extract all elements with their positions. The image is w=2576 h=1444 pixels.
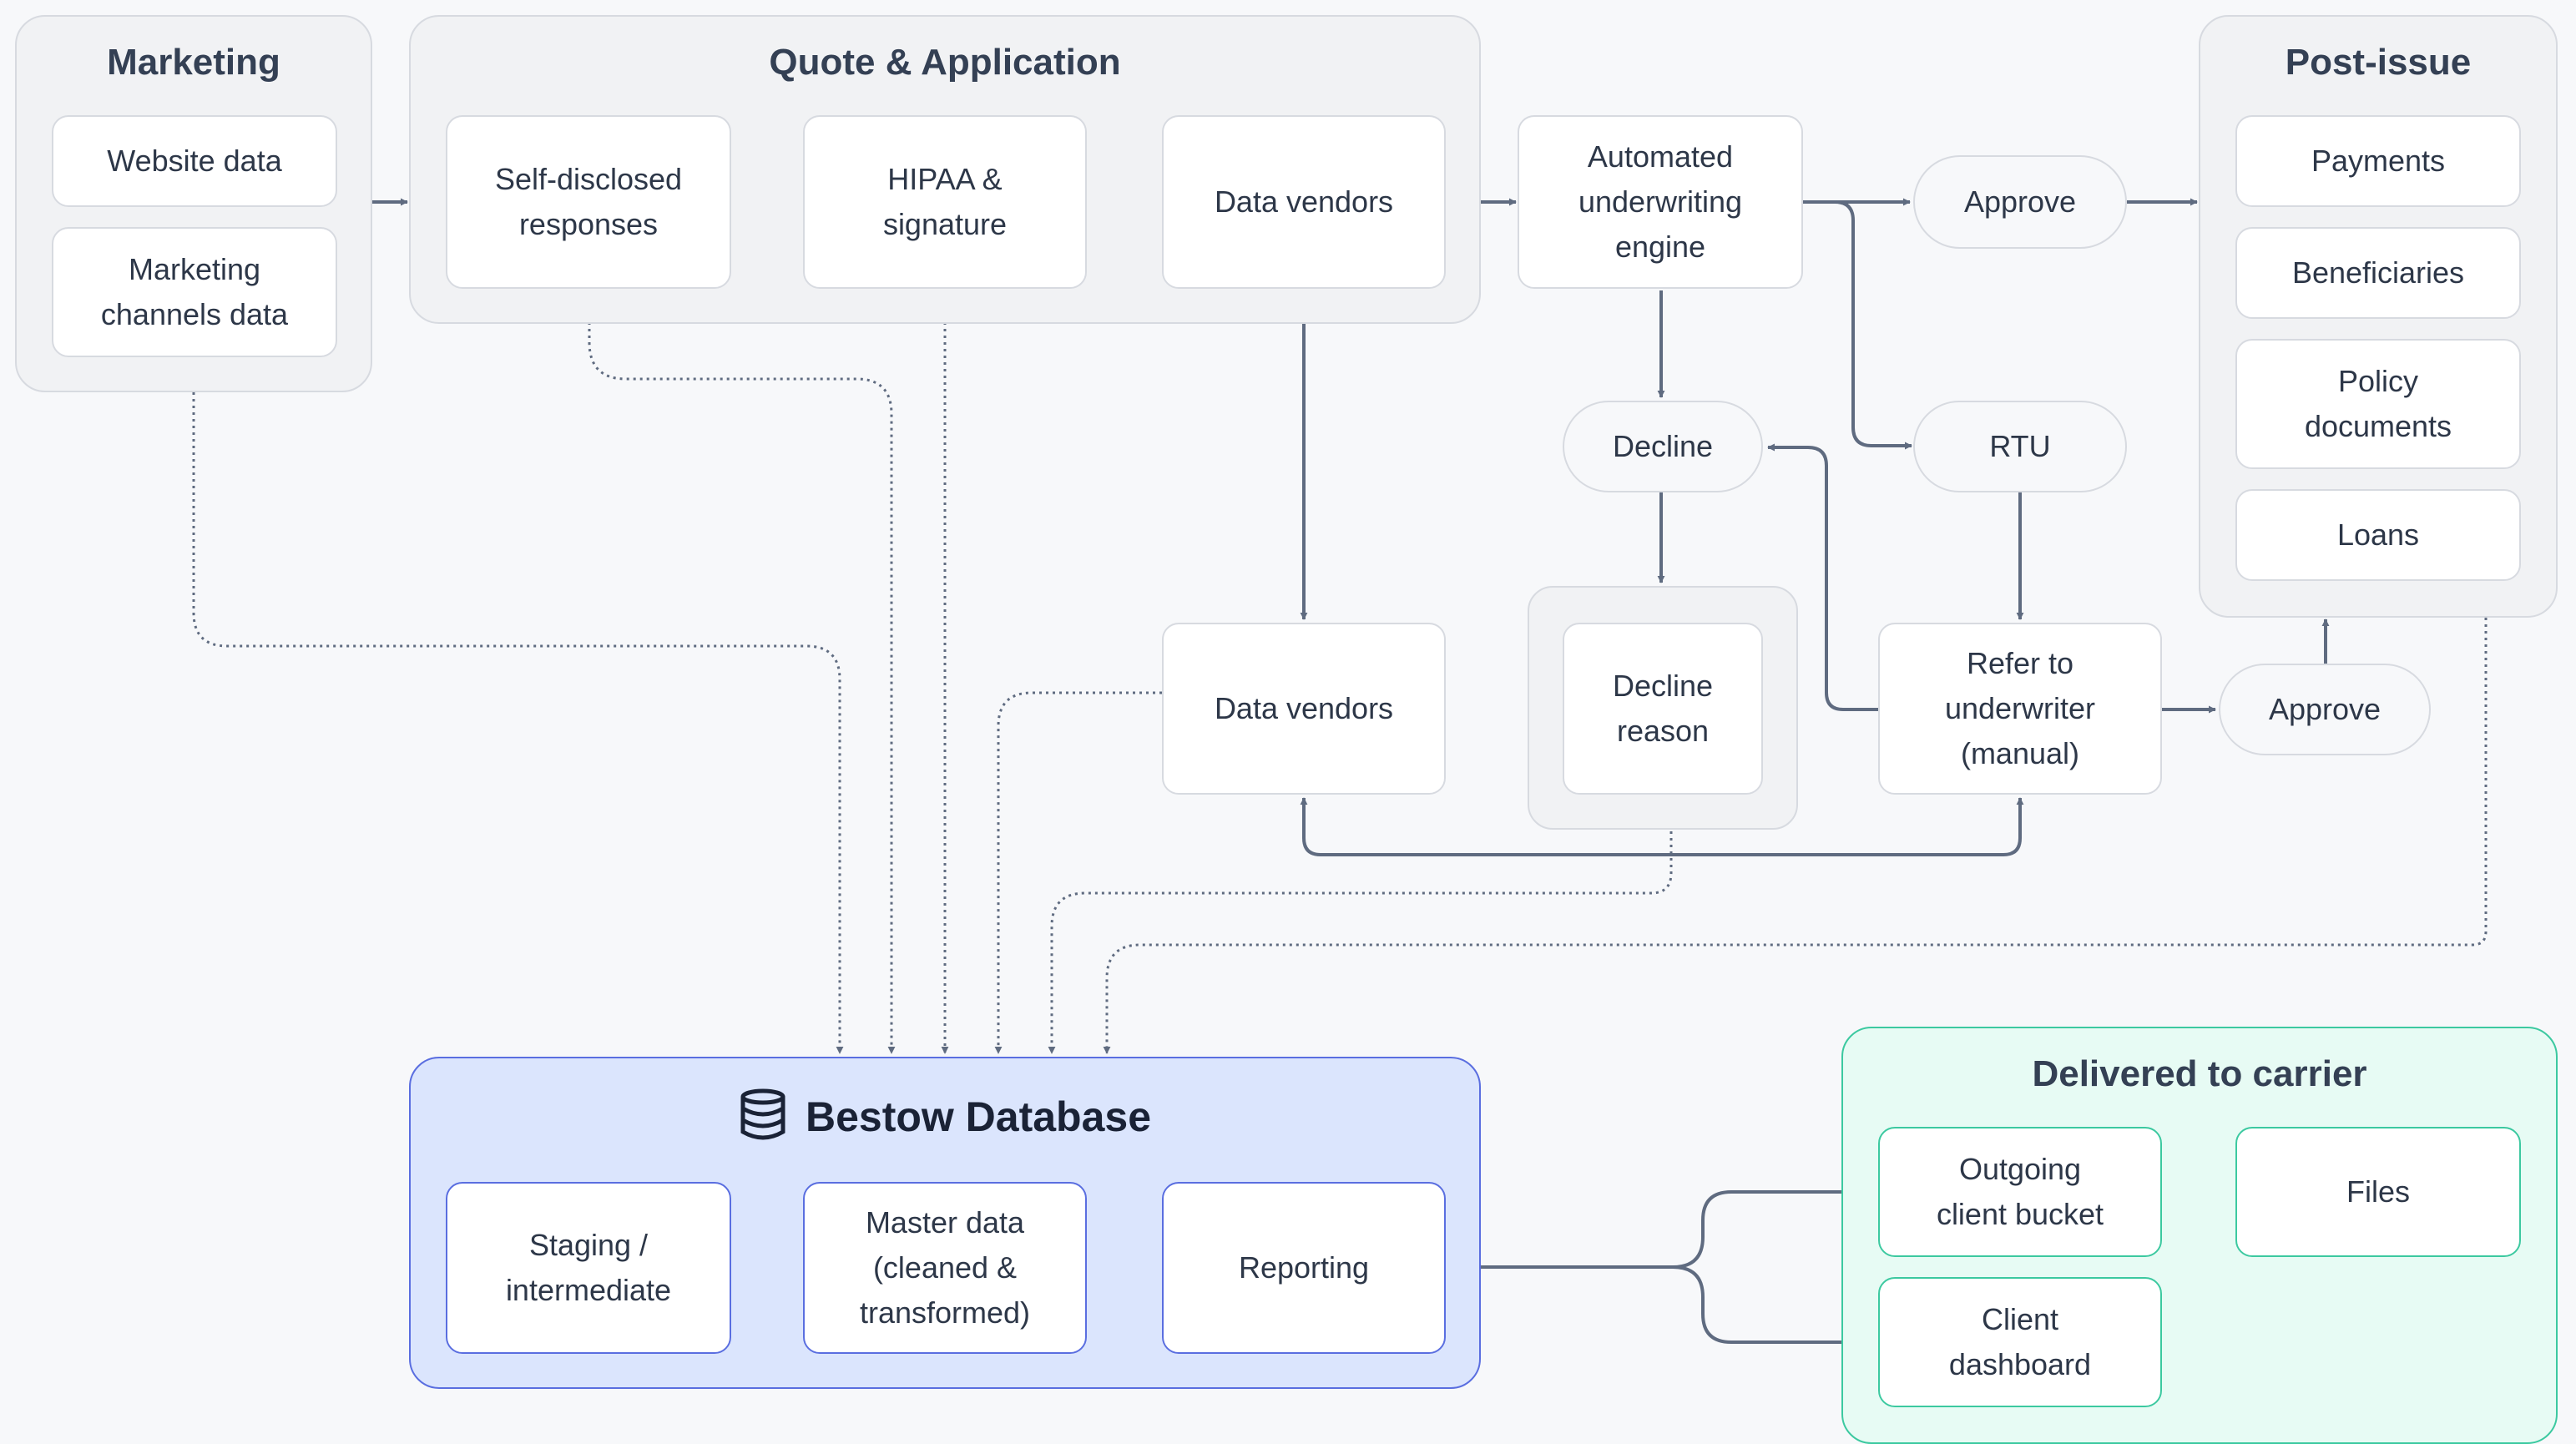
dotted-self-disclosed-to-db <box>588 289 896 1054</box>
database-group-title: Bestow Database <box>805 1093 1152 1140</box>
policy-documents-node: Policy documents <box>2235 339 2521 469</box>
dotted-vendors-mid-to-db <box>994 691 1162 1054</box>
files-node: Files <box>2235 1127 2521 1257</box>
hipaa-signature-node: HIPAA & signature <box>803 115 1087 289</box>
rtu-node: RTU <box>1913 401 2127 492</box>
dotted-decline-reason-to-db <box>1048 831 1673 1054</box>
quote-group-title: Quote & Application <box>769 42 1121 83</box>
carrier-group-title: Delivered to carrier <box>2032 1053 2367 1094</box>
arrow-engine-to-rtu <box>1803 200 1912 450</box>
decline-node: Decline <box>1563 401 1763 492</box>
database-icon <box>739 1088 787 1144</box>
outgoing-client-bucket-node: Outgoing client bucket <box>1878 1127 2162 1257</box>
master-data-node: Master data (cleaned & transformed) <box>803 1182 1087 1354</box>
loans-node: Loans <box>2235 489 2521 581</box>
staging-intermediate-node: Staging / intermediate <box>446 1182 731 1354</box>
arrow-reporting-to-bucket <box>1446 1188 1872 1269</box>
approve-mid-node: Approve <box>2219 664 2431 755</box>
self-disclosed-responses-node: Self-disclosed responses <box>446 115 731 289</box>
marketing-group-title: Marketing <box>107 42 280 83</box>
arrow-reporting-to-dashboard <box>1672 1265 1872 1346</box>
decline-reason-node: Decline reason <box>1563 623 1763 795</box>
arrow-loop-to-vendors <box>1300 797 1663 856</box>
beneficiaries-node: Beneficiaries <box>2235 227 2521 319</box>
data-vendors-top-node: Data vendors <box>1162 115 1446 289</box>
arrow-refer-to-decline <box>1767 443 1878 711</box>
marketing-channels-data-node: Marketing channels data <box>52 227 337 357</box>
automated-underwriting-engine-node: Automated underwriting engine <box>1518 115 1803 289</box>
website-data-node: Website data <box>52 115 337 207</box>
dotted-marketing-to-db <box>192 392 844 1054</box>
refer-to-underwriter-node: Refer to underwriter (manual) <box>1878 623 2162 795</box>
reporting-node: Reporting <box>1162 1182 1446 1354</box>
data-vendors-mid-node: Data vendors <box>1162 623 1446 795</box>
payments-node: Payments <box>2235 115 2521 207</box>
client-dashboard-node: Client dashboard <box>1878 1277 2162 1407</box>
approve-top-node: Approve <box>1913 155 2127 249</box>
arrow-loop-to-refer <box>1663 797 2024 856</box>
post-issue-group-title: Post-issue <box>2285 42 2472 83</box>
